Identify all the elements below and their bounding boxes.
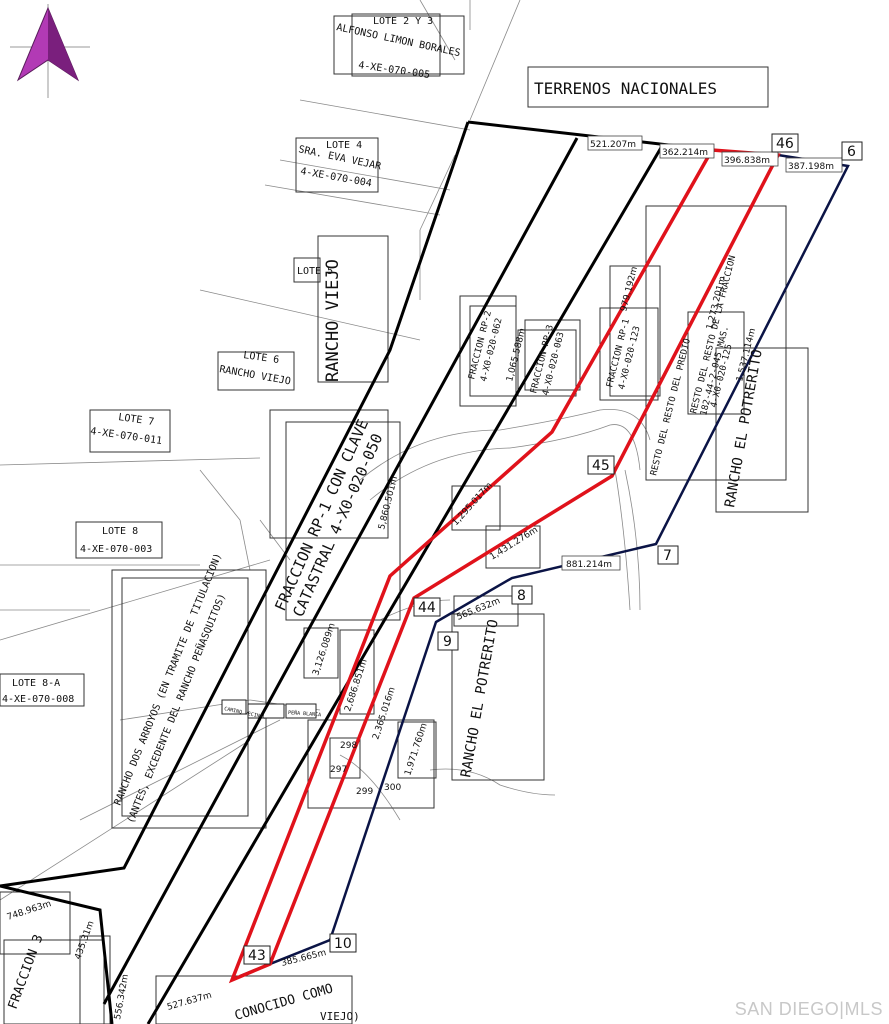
background-lines xyxy=(0,0,651,901)
measure-748: 748.963m xyxy=(6,899,53,923)
watermark: SAN DIEGO|MLS xyxy=(734,999,883,1019)
clave-lote23-label: 4-XE-070-005 xyxy=(358,60,431,81)
measure-3126: 3,126.089m xyxy=(311,622,337,677)
lote-2y3-label: LOTE 2 Y 3 xyxy=(373,16,433,27)
lote-8-label: LOTE 8 xyxy=(102,526,138,537)
measure-527: 527.637m xyxy=(166,991,213,1013)
vertex-297: 297 xyxy=(330,765,347,775)
vertex-46: 46 xyxy=(776,136,794,152)
lote-7-label: LOTE 7 xyxy=(118,412,155,428)
lote-8a-label: LOTE 8-A xyxy=(12,678,60,689)
fraccion-3-label: FRACCION 3 xyxy=(6,933,47,1012)
measure-396: 396.838m xyxy=(724,156,770,166)
north-arrow-icon xyxy=(10,4,90,98)
measure-565: 565.632m xyxy=(455,596,501,622)
lote-5-label: LOTE 5 xyxy=(297,266,333,277)
terrenos-nacionales-label: TERRENOS NACIONALES xyxy=(534,79,717,98)
vertex-7: 7 xyxy=(663,548,672,564)
blank-region xyxy=(555,575,889,905)
measure-521: 521.207m xyxy=(590,140,636,150)
measure-362: 362.214m xyxy=(662,148,708,158)
measure-881: 881.214m xyxy=(566,560,612,570)
rancho-viejo-vertical-label: RANCHO VIEJO xyxy=(323,259,343,382)
lote-6-label: LOTE 6 xyxy=(243,350,280,366)
vertex-labels: 46 6 45 7 8 44 9 43 10 299 300 298 297 xyxy=(243,133,863,965)
pena-blanca-label: PEÑA BLANCA xyxy=(288,709,322,718)
parcel-boxes xyxy=(0,13,809,1024)
black-boundaries xyxy=(0,120,713,1024)
clave-lote7-label: 4-XE-070-011 xyxy=(90,426,163,447)
lote-4-label: LOTE 4 xyxy=(326,140,362,151)
measure-387: 387.198m xyxy=(788,162,834,172)
vertex-299: 299 xyxy=(356,787,373,797)
vertex-44: 44 xyxy=(418,600,436,616)
vertex-8: 8 xyxy=(517,588,526,604)
measure-1431: 1,431.276m xyxy=(488,525,540,562)
road-signs xyxy=(221,699,317,719)
measure-1971: 1,971.760m xyxy=(403,722,429,777)
clave-lote8a-label: 4-XE-070-008 xyxy=(2,694,74,705)
clave-lote8-label: 4-XE-070-003 xyxy=(80,544,152,555)
rancho-viejo-small-label: RANCHO VIEJO xyxy=(218,364,291,387)
antes-excedente-label: (ANTES, EXCEDENTE DEL RANCHO PEÑASQUITOS… xyxy=(124,591,229,825)
vertex-10: 10 xyxy=(334,936,352,952)
measure-5860: 5,860.501m xyxy=(377,475,400,530)
vertex-43: 43 xyxy=(248,948,266,964)
vertex-6: 6 xyxy=(847,144,856,160)
viejo-bottom-label: VIEJO) xyxy=(320,1010,360,1023)
vertex-45: 45 xyxy=(592,458,610,474)
vertex-9: 9 xyxy=(443,634,452,650)
alfonso-label: ALFONSO LIMON BORALES xyxy=(335,22,461,59)
measure-979: 979.192m xyxy=(619,266,640,313)
measure-1295: 1,295.017m xyxy=(451,481,495,528)
vertex-300: 300 xyxy=(384,783,401,793)
vertex-298: 298 xyxy=(340,741,357,751)
rancho-potrerito-2-label: RANCHO EL POTRERITO xyxy=(458,618,502,779)
